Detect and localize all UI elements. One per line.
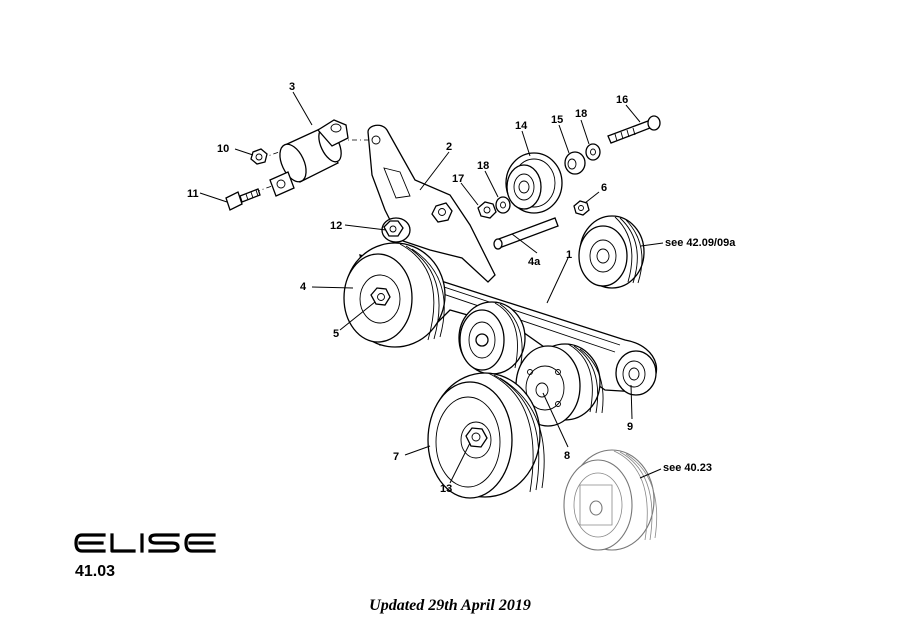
callout-18-lower: 18 [477,160,489,172]
callout-5: 5 [333,328,339,340]
washer-18-upper [585,143,601,161]
nut-17 [477,201,497,219]
callout-12: 12 [330,220,342,232]
callout-18-upper: 18 [575,108,587,120]
callout-17: 17 [452,173,464,185]
callout-1: 1 [566,249,572,261]
callout-8: 8 [564,450,570,462]
callout-14: 14 [515,120,528,132]
callout-2: 2 [446,141,452,153]
bolt-16 [607,115,661,144]
reference-label-40-23: see 40.23 [663,462,712,474]
leader-lines [199,91,664,484]
bolt-5 [370,287,391,306]
idler-pulley-middle [458,301,526,375]
callout-16: 16 [616,94,628,106]
grooved-pulley-reference [578,215,645,289]
bolt-12 [381,217,411,243]
reference-label-42-09: see 42.09/09a [665,237,736,249]
bolt-11 [225,188,261,211]
callout-3: 3 [289,81,295,93]
crankshaft-pulley-reference [563,449,658,551]
tensioner-damper [254,119,378,197]
bearing-15 [564,151,586,175]
brand-logo [74,532,232,559]
tensioner-bracket [367,124,496,283]
washer-18-lower [495,196,511,214]
callout-6: 6 [601,182,607,194]
bolt-13 [465,427,488,448]
nut-10 [250,148,268,165]
updated-date: Updated 29th April 2019 [369,597,531,614]
callout-11: 11 [187,188,199,200]
alternator-pulley-9 [615,350,657,396]
section-number: 41.03 [75,563,116,580]
callout-7: 7 [393,451,399,463]
callout-15: 15 [551,114,563,126]
tensioner-pulley-4 [343,242,446,348]
callout-4: 4 [300,281,307,293]
callout-labels: 3 10 11 2 12 4 5 14 15 18 16 18 17 6 4a … [187,81,736,495]
elise-wordmark [74,533,216,553]
callout-4a: 4a [528,256,541,268]
callout-13: 13 [440,483,452,495]
callout-10: 10 [217,143,229,155]
spacer-tube-4a [493,217,559,250]
idler-pulley-14 [505,152,563,214]
callout-9: 9 [627,421,633,433]
nut-6 [573,200,590,216]
